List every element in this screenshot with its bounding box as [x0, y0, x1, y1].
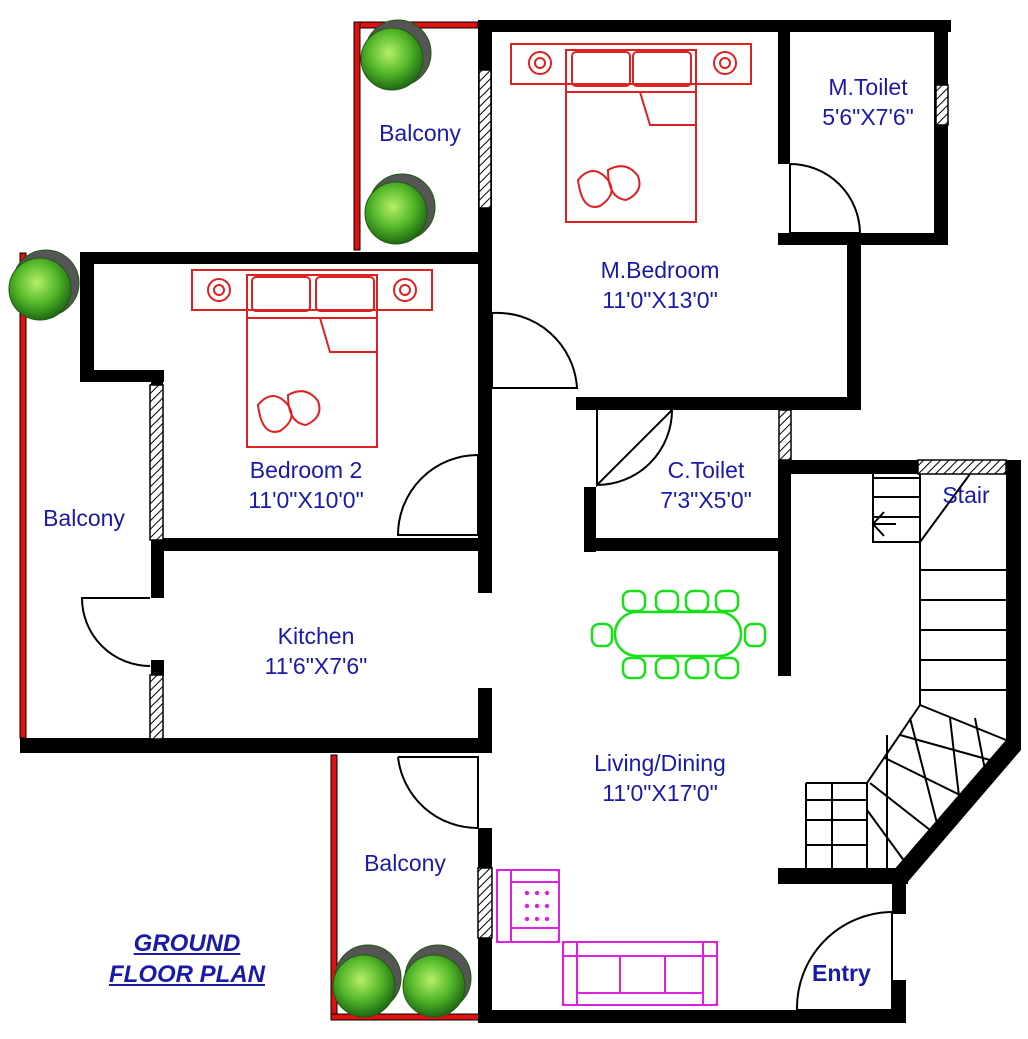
walls — [20, 20, 1021, 1023]
room-bedroom-2: Bedroom 2 11'0"X10'0" — [206, 455, 406, 515]
sofa-set — [496, 869, 718, 1006]
room-name: Balcony — [364, 850, 446, 876]
room-kitchen: Kitchen 11'6"X7'6" — [216, 621, 416, 681]
room-master-toilet: M.Toilet 5'6"X7'6" — [800, 72, 936, 132]
room-size: 5'6"X7'6" — [822, 104, 914, 130]
room-master-bedroom: M.Bedroom 11'0"X13'0" — [560, 255, 760, 315]
room-name: Stair — [942, 482, 990, 508]
room-size: 11'0"X17'0" — [602, 780, 718, 806]
sofa-cushion-dots — [524, 890, 550, 922]
room-size: 11'6"X7'6" — [264, 653, 368, 679]
dining-table — [590, 589, 767, 680]
doors — [80, 163, 893, 1011]
room-name: Kitchen — [277, 623, 355, 649]
room-balcony-top: Balcony — [362, 118, 478, 148]
master-bed — [510, 43, 752, 223]
plan-title: GROUND FLOOR PLAN — [92, 928, 282, 990]
plan-title-line2: FLOOR PLAN — [109, 961, 265, 988]
room-name: M.Bedroom — [600, 257, 720, 283]
windows — [149, 69, 1007, 939]
staircase — [805, 473, 1007, 868]
room-balcony-bottom: Balcony — [345, 848, 465, 878]
balcony-railings — [19, 21, 482, 1021]
entry-label: Entry — [812, 960, 871, 986]
room-name: M.Toilet — [828, 74, 908, 100]
room-size: 11'0"X10'0" — [248, 487, 364, 513]
bedroom2-bed — [191, 269, 433, 448]
room-name: Bedroom 2 — [249, 457, 363, 483]
room-living-dining: Living/Dining 11'0"X17'0" — [560, 748, 760, 808]
room-name: Balcony — [379, 120, 461, 146]
room-size: 7'3"X5'0" — [660, 487, 752, 513]
plan-title-line1: GROUND — [133, 930, 241, 957]
room-name: C.Toilet — [667, 457, 745, 483]
room-stair: Stair — [930, 480, 1002, 510]
room-name: Living/Dining — [594, 750, 726, 776]
plants — [8, 19, 472, 1018]
room-name: Balcony — [43, 505, 125, 531]
room-balcony-left: Balcony — [28, 503, 140, 533]
room-common-toilet: C.Toilet 7'3"X5'0" — [626, 455, 786, 515]
room-size: 11'0"X13'0" — [602, 287, 718, 313]
